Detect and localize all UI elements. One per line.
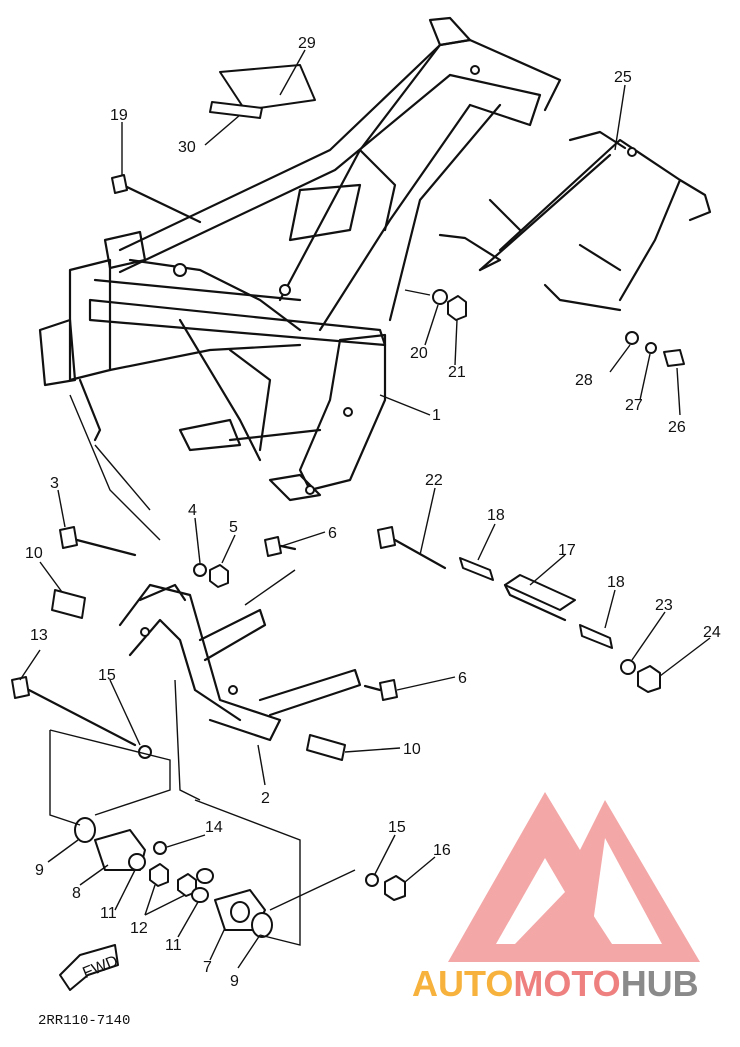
part-label-12: 12 [130,920,148,937]
part-label-28: 28 [575,372,593,389]
center-stand-tube [459,557,613,649]
leader-lines [19,49,711,969]
part-label-27: 27 [625,397,643,414]
watermark-text: AUTOMOTOHUB [412,963,699,1004]
watermark-hub: HUB [621,963,699,1004]
part-label-17: 17 [558,542,576,559]
part-label-9-left: 9 [35,862,44,879]
part-label-5: 5 [229,519,238,536]
part-label-15-left: 15 [98,667,116,684]
part-label-29: 29 [298,35,316,52]
part-label-24: 24 [703,624,721,641]
part-label-6-top: 6 [328,525,337,542]
part-label-15-right: 15 [388,819,406,836]
drawing-code: 2RR110-7140 [38,1013,130,1029]
part-label-7: 7 [203,959,212,976]
part-label-9-right: 9 [230,973,239,990]
part-label-22: 22 [425,472,443,489]
part-label-18-top: 18 [487,507,505,524]
part-label-23: 23 [655,597,673,614]
watermark-moto: MOTO [513,963,620,1004]
part-label-30: 30 [178,139,196,156]
watermark-logo [448,792,700,962]
part-label-3: 3 [50,475,59,492]
rear-subframe [438,130,712,312]
part-label-14: 14 [205,819,223,836]
part-label-4: 4 [188,502,197,519]
part-label-10-right: 10 [403,741,421,758]
part-label-25: 25 [614,69,632,86]
part-label-1: 1 [432,407,441,424]
watermark-auto: AUTO [412,963,513,1004]
part-label-6-bottom: 6 [458,670,467,687]
part-label-18-right: 18 [607,574,625,591]
svg-text:AUTOMOTOHUB: AUTOMOTOHUB [412,963,699,1004]
part-label-8: 8 [72,885,81,902]
part-label-21: 21 [448,364,466,381]
part-label-11-left: 11 [100,905,117,922]
part-label-13: 13 [30,627,48,644]
part-label-2: 2 [261,790,270,807]
part-label-26: 26 [668,419,686,436]
fasteners [11,64,685,991]
engine-bracket [118,583,362,742]
part-label-10-left: 10 [25,545,43,562]
main-frame [38,16,562,502]
part-labels: 29 30 19 25 20 21 28 27 26 1 3 4 5 6 22 … [25,35,721,1029]
part-label-11-right: 11 [165,937,182,954]
part-label-20: 20 [410,345,428,362]
part-label-19: 19 [110,107,128,124]
part-label-16: 16 [433,842,451,859]
